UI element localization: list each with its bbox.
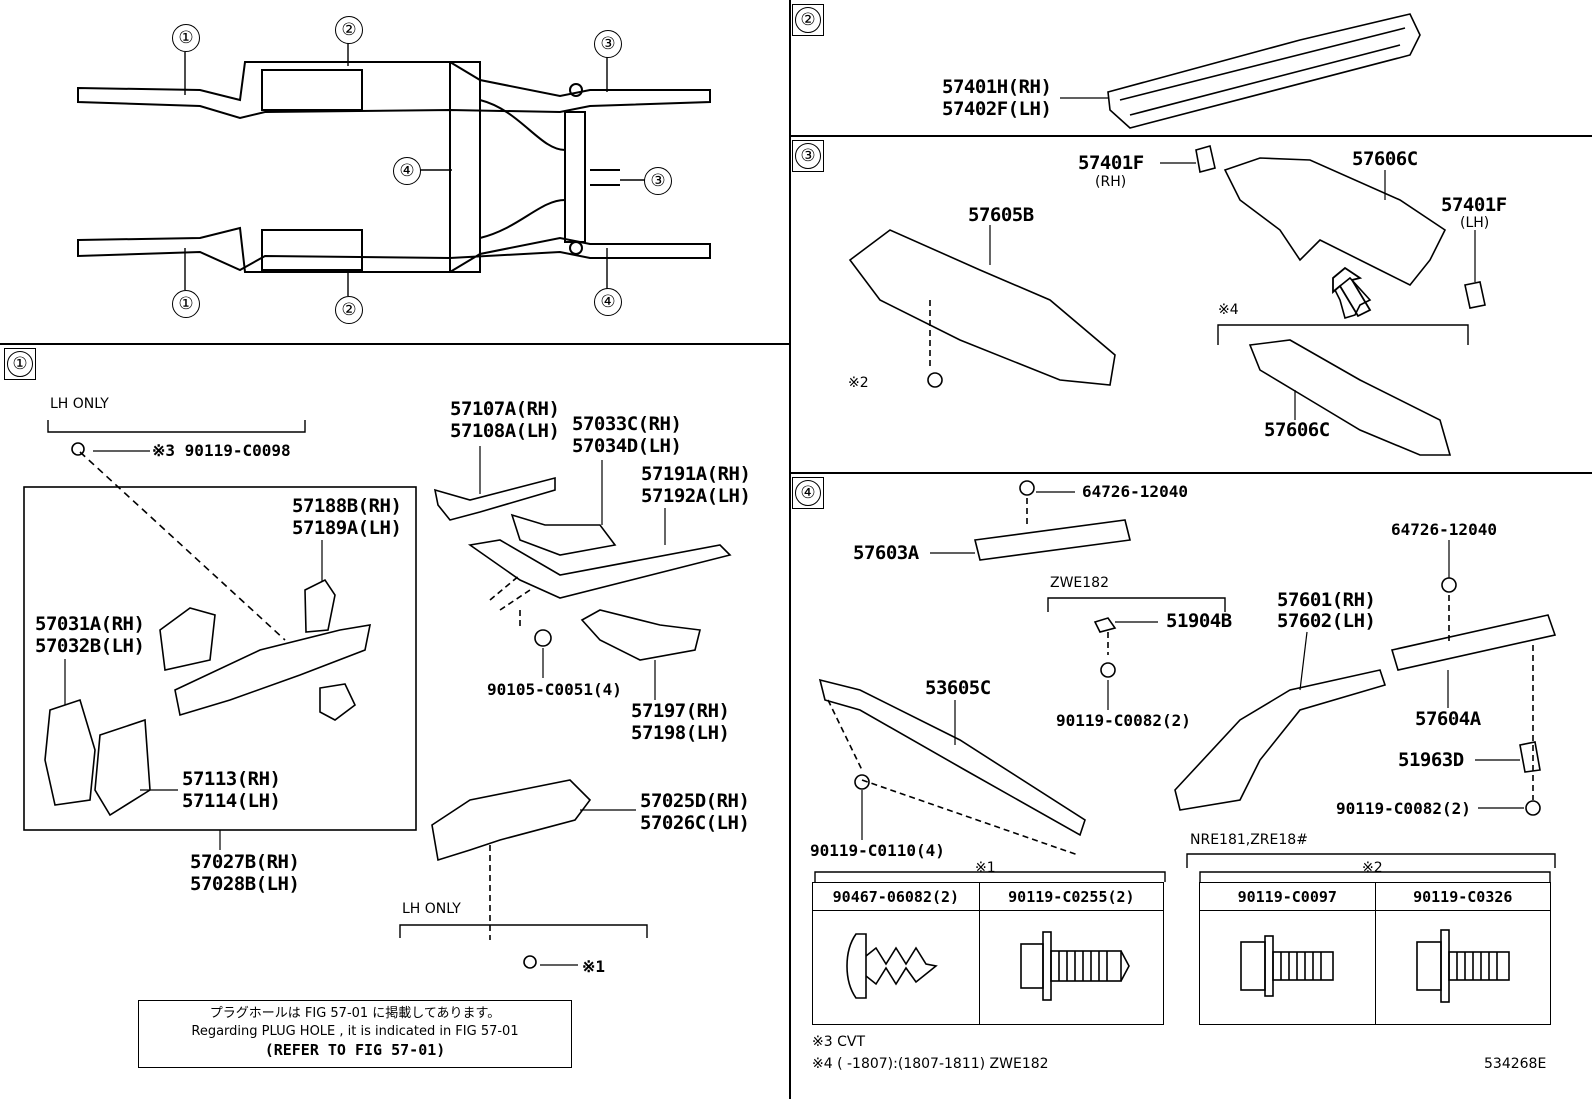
- part-label: 57605B: [968, 204, 1034, 226]
- part-label: 90105-C0051(4): [487, 680, 622, 699]
- fastener-table-1: 90467-06082(2) 90119-C0255(2): [812, 882, 1165, 1025]
- overview-callout-1: ①: [172, 24, 200, 52]
- section2-art: [1060, 13, 1421, 129]
- lh-only-label: LH ONLY: [402, 901, 461, 917]
- section3-art: [848, 144, 1486, 456]
- overview-callout-2: ②: [335, 16, 363, 44]
- part-label: 57114(LH): [182, 790, 281, 812]
- variant-label: ZWE182: [1050, 575, 1110, 591]
- variant-label: NRE181,ZRE18#: [1190, 832, 1308, 848]
- side-label: (RH): [1095, 174, 1127, 190]
- part-label: 90119-C0082(2): [1336, 799, 1471, 818]
- clip-icon: [846, 932, 938, 999]
- part-label: 57606C: [1264, 419, 1330, 441]
- chassis-overview: [77, 61, 711, 273]
- note-mark: ※4: [1218, 302, 1239, 318]
- clip-image-cell: [812, 910, 980, 1025]
- part-label: 57601(RH): [1277, 589, 1376, 611]
- part-label: 57032B(LH): [35, 635, 145, 657]
- part-label: 57192A(LH): [641, 485, 751, 507]
- overview-callout-3: ④: [393, 157, 421, 185]
- overview-callout-4: ③: [594, 30, 622, 58]
- part-label: 57401H(RH): [942, 76, 1052, 98]
- part-label: 53605C: [925, 677, 991, 699]
- bolt-icon: [1020, 930, 1131, 1001]
- part-label: 64726-12040: [1082, 482, 1188, 501]
- bolt-image-cell: [978, 910, 1165, 1025]
- part-label: ※1: [582, 957, 606, 976]
- section1-art: [23, 420, 732, 969]
- part-label: 57603A: [853, 542, 919, 564]
- part-label: 57602(LH): [1277, 610, 1376, 632]
- overview-callout-1: ①: [172, 290, 200, 318]
- note-mark: ※2: [1362, 860, 1383, 876]
- part-label: 57191A(RH): [641, 463, 751, 485]
- part-label: 57606C: [1352, 148, 1418, 170]
- part-label: 57033C(RH): [572, 413, 682, 435]
- overview-callout-4: ④: [594, 288, 622, 316]
- bolt-image-cell: [1199, 910, 1376, 1025]
- part-label: 90119-C0110(4): [810, 841, 945, 860]
- bolt-washer-icon: [1415, 928, 1510, 1003]
- footnote: ※3 CVT: [812, 1034, 865, 1050]
- part-label: 57113(RH): [182, 768, 281, 790]
- part-label: 57108A(LH): [450, 420, 560, 442]
- side-label: (LH): [1460, 215, 1490, 231]
- part-label: 57402F(LH): [942, 98, 1052, 120]
- plug-hole-note: プラグホールは FIG 57-01 に掲載してあります。 Regarding P…: [138, 1000, 572, 1068]
- overview-leaders: [184, 42, 645, 296]
- lh-only-label: LH ONLY: [50, 396, 109, 412]
- bolt-image-cell: [1374, 910, 1551, 1025]
- table-header: 90119-C0255(2): [978, 882, 1165, 911]
- section-marker-4: ④: [792, 477, 824, 509]
- part-label: 57026C(LH): [640, 812, 750, 834]
- part-label: 57189A(LH): [292, 517, 402, 539]
- part-label: 57028B(LH): [190, 873, 300, 895]
- section-marker-2: ②: [792, 4, 824, 36]
- part-label: 57034D(LH): [572, 435, 682, 457]
- part-label: 57198(LH): [631, 722, 730, 744]
- section-marker-1: ①: [4, 348, 36, 380]
- part-label: 64726-12040: [1391, 520, 1497, 539]
- section-marker-3: ③: [792, 140, 824, 172]
- part-label: 57031A(RH): [35, 613, 145, 635]
- part-label: ※3 90119-C0098: [152, 441, 291, 460]
- fastener-table-2: 90119-C0097 90119-C0326: [1199, 882, 1551, 1025]
- part-label: 57197(RH): [631, 700, 730, 722]
- part-label: 57401F: [1441, 194, 1507, 216]
- direction-arrow: [1332, 266, 1372, 318]
- overview-callout-2: ②: [335, 296, 363, 324]
- part-label: 57188B(RH): [292, 495, 402, 517]
- table-header: 90119-C0326: [1374, 882, 1551, 911]
- part-label: 57604A: [1415, 708, 1481, 730]
- part-label: 57025D(RH): [640, 790, 750, 812]
- part-label: 57027B(RH): [190, 851, 300, 873]
- table-header: 90467-06082(2): [812, 882, 980, 911]
- part-label: 57401F: [1078, 152, 1144, 174]
- note-mark: ※1: [975, 860, 996, 876]
- bolt-icon: [1240, 934, 1335, 997]
- footnote: ※4 ( -1807):(1807-1811) ZWE182: [812, 1056, 1049, 1072]
- section4-art: [814, 480, 1557, 882]
- figure-reference-id: 534268E: [1484, 1056, 1547, 1072]
- part-label: 51963D: [1398, 749, 1464, 771]
- part-label: 57107A(RH): [450, 398, 560, 420]
- part-label: 51904B: [1166, 610, 1232, 632]
- table-header: 90119-C0097: [1199, 882, 1376, 911]
- overview-callout-3: ③: [644, 167, 672, 195]
- part-label: 90119-C0082(2): [1056, 711, 1191, 730]
- note-mark: ※2: [848, 375, 869, 391]
